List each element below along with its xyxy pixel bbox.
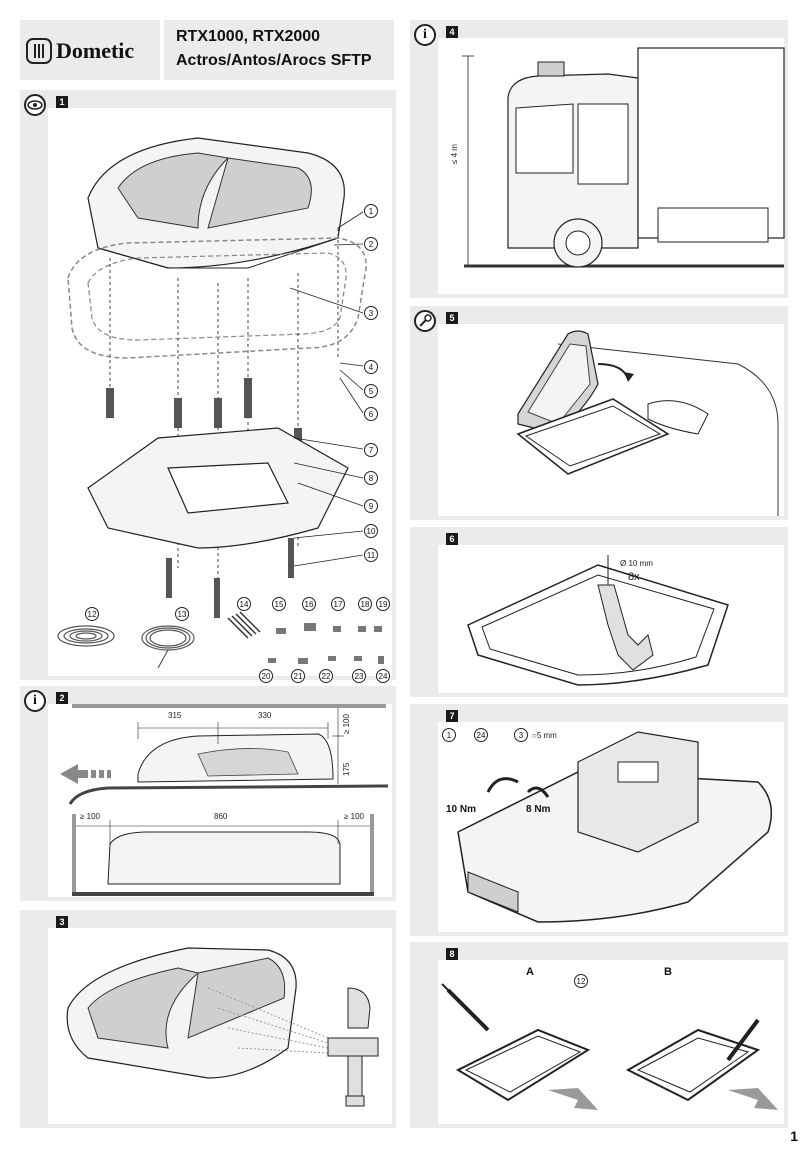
dim-175: 175 [342, 762, 351, 776]
callout-15: 15 [272, 597, 286, 611]
drill-size-label: Ø 10 mm [620, 559, 653, 568]
sealant-application-drawing [441, 983, 778, 1110]
drilling-drawing [467, 555, 729, 686]
height-limit-label: ≤ 4 m [450, 144, 459, 164]
step-4-panel: i 4 ≤ 4 m [410, 20, 788, 298]
callout-14: 14 [237, 597, 251, 611]
dometic-logo-icon [26, 38, 52, 64]
header-logo-box: Dometic [20, 20, 160, 80]
step-number: 5 [446, 312, 458, 324]
rooftop-unit-exploded-drawing [57, 137, 384, 669]
dim-clearance-right: ≥ 100 [344, 812, 364, 821]
model-line-2: Actros/Antos/Arocs SFTP [176, 52, 372, 69]
step-8-illustration: A B 12 [438, 960, 784, 1124]
unit-underside-mounting-drawing [457, 731, 773, 923]
step-2-panel: i 2 [20, 686, 396, 901]
callout-16: 16 [302, 597, 316, 611]
dometic-logo: Dometic [26, 38, 156, 64]
step-number: 8 [446, 948, 458, 960]
torque-right-label: 8 Nm [526, 804, 551, 815]
step-number: 4 [446, 26, 458, 38]
clearance-dimensions-drawing [60, 704, 389, 896]
header-title-box: RTX1000, RTX2000 Actros/Antos/Arocs SFTP [164, 20, 394, 80]
callout-17: 17 [331, 597, 345, 611]
step-3-panel: 3 [20, 910, 396, 1128]
callout-12: 12 [574, 974, 588, 988]
hole-count-label: 8x [628, 571, 640, 583]
callout-9: 9 [364, 499, 378, 513]
step-2-illustration: 315 330 ≥ 100 175 860 ≥ 100 ≥ 100 [48, 704, 392, 897]
step-number: 2 [56, 692, 68, 704]
callout-11: 11 [364, 548, 378, 562]
callout-5: 5 [364, 384, 378, 398]
callout-3: 3 [364, 306, 378, 320]
model-line-1: RTX1000, RTX2000 [176, 28, 321, 45]
truck-height-drawing [462, 47, 785, 268]
step-5-illustration [438, 324, 784, 516]
dim-330: 330 [258, 711, 272, 720]
step-1-illustration: 1 2 3 4 5 6 7 8 9 10 11 12 13 14 15 16 1… [48, 108, 392, 683]
dim-clearance-left: ≥ 100 [80, 812, 100, 821]
variant-a-label: A [526, 966, 534, 978]
step-number: 6 [446, 533, 458, 545]
callout-19: 19 [376, 597, 390, 611]
callout-20: 20 [259, 669, 273, 683]
callout-12: 12 [85, 607, 99, 621]
callout-21: 21 [291, 669, 305, 683]
step-6-illustration: Ø 10 mm 8x [438, 545, 784, 693]
step-6-panel: 6 Ø 10 mm 8x [410, 527, 788, 697]
callout-10: 10 [364, 524, 378, 538]
callout-22: 22 [319, 669, 333, 683]
page-number: 1 [790, 1128, 798, 1144]
step-number: 1 [56, 96, 68, 108]
callout-13: 13 [175, 607, 189, 621]
dim-clearance-top: ≥ 100 [342, 714, 351, 734]
step-5-panel: 5 [410, 306, 788, 520]
callout-23: 23 [352, 669, 366, 683]
step-7-illustration: 1 24 3 ○5 mm 10 Nm 8 Nm [438, 722, 784, 932]
wrench-size-label: ○5 mm [532, 731, 557, 740]
step-7-panel: 7 1 24 3 ○5 mm 10 Nm 8 Nm [410, 704, 788, 936]
callout-3: 3 [514, 728, 528, 742]
step-1-panel: 1 [20, 90, 396, 683]
step-8-panel: 8 A B 12 [410, 942, 788, 1128]
wrench-icon [414, 310, 436, 332]
step-number: 7 [446, 710, 458, 722]
variant-b-label: B [664, 966, 672, 978]
torque-left-label: 10 Nm [446, 804, 477, 815]
step-4-illustration: ≤ 4 m [438, 38, 785, 294]
dim-315: 315 [168, 711, 182, 720]
info-icon: i [414, 24, 436, 46]
callout-1: 1 [442, 728, 456, 742]
callout-7: 7 [364, 443, 378, 457]
step-3-illustration [48, 928, 392, 1124]
callout-1: 1 [364, 204, 378, 218]
painting-unit-drawing [66, 947, 379, 1107]
gasket-cleaning-drawing [516, 330, 779, 516]
callout-4: 4 [364, 360, 378, 374]
info-icon: i [24, 690, 46, 712]
step-number: 3 [56, 916, 68, 928]
eye-icon [24, 94, 46, 116]
dim-860: 860 [214, 812, 228, 821]
callout-2: 2 [364, 237, 378, 251]
callout-18: 18 [358, 597, 372, 611]
callout-6: 6 [364, 407, 378, 421]
callout-8: 8 [364, 471, 378, 485]
brand-name: Dometic [56, 38, 135, 63]
callout-24: 24 [376, 669, 390, 683]
callout-24: 24 [474, 728, 488, 742]
